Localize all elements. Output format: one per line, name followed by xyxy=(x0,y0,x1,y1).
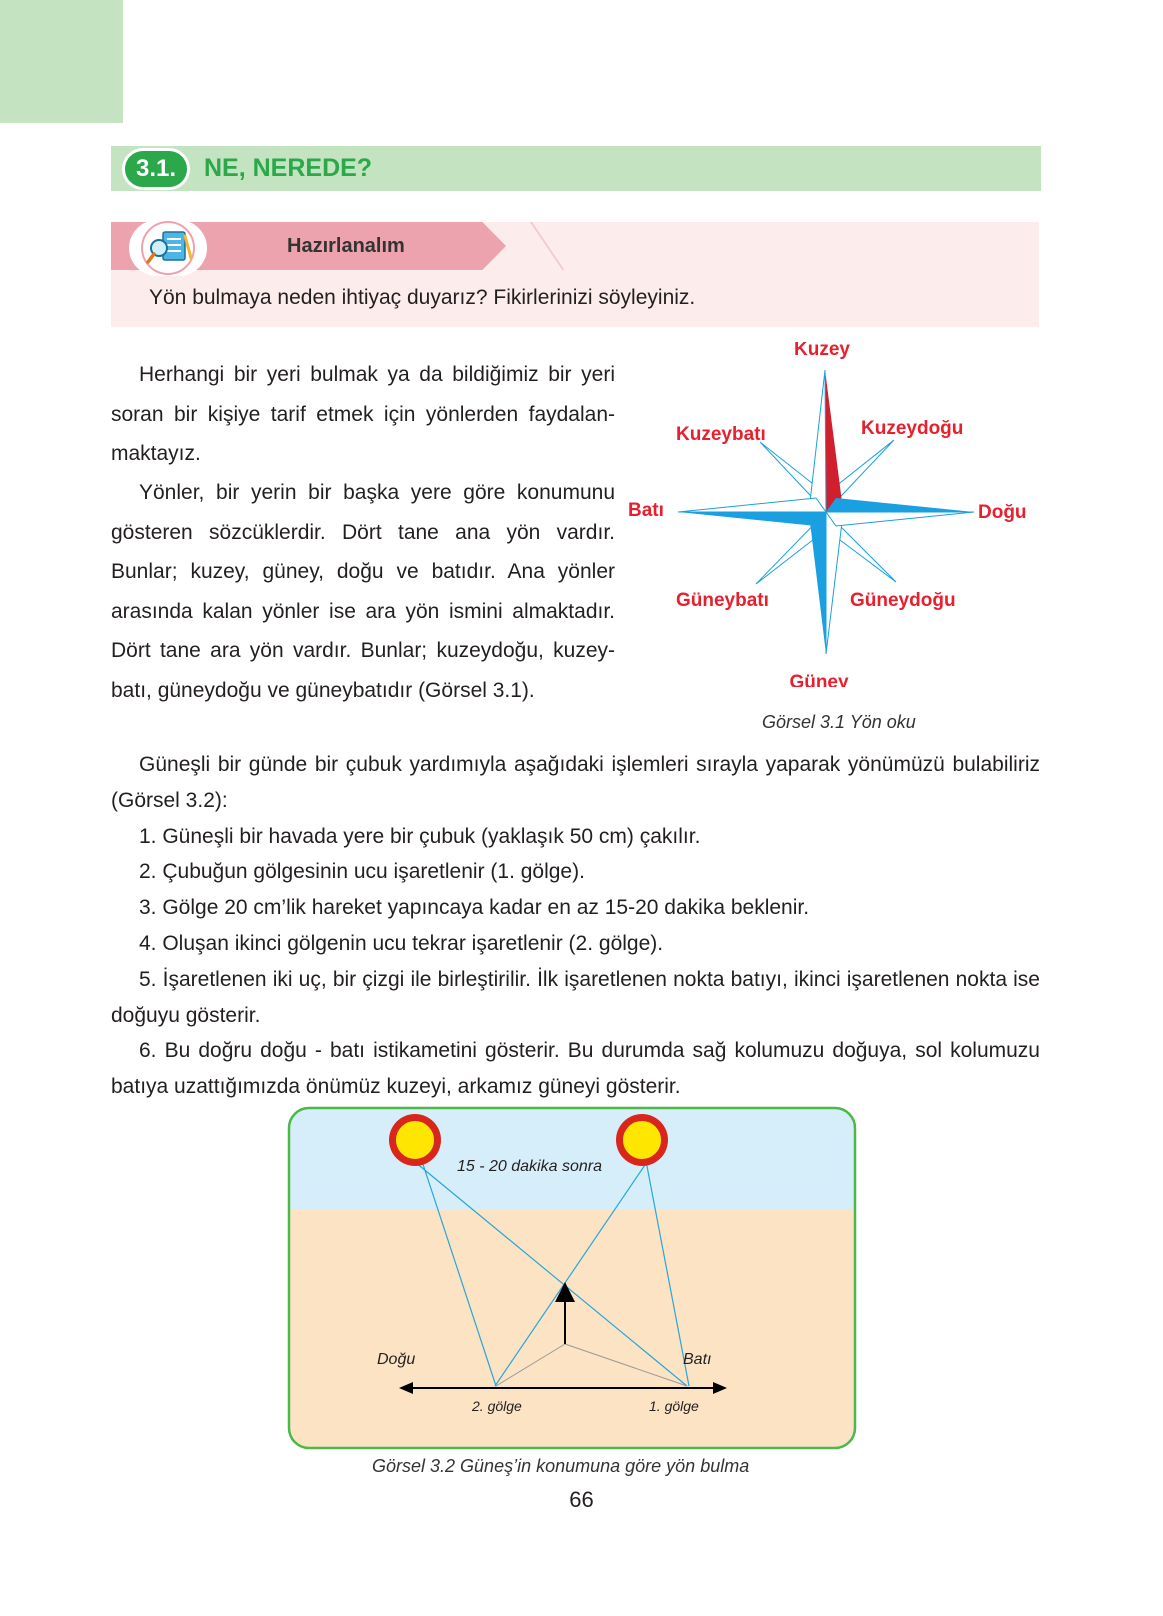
method-step-6: 6. Bu doğru doğu - batı istikametini gös… xyxy=(111,1039,1040,1099)
prep-title: Hazırlanalım xyxy=(287,235,405,257)
method-step-5: 5. İşaretlenen iki uç, bir çizgi ile bir… xyxy=(111,967,1040,1027)
text-line: Yönler, bir yerin bir başka yere göre ko… xyxy=(139,481,615,504)
compass-northeast-label: Kuzeydoğu xyxy=(861,418,963,439)
east-west-arrow-left xyxy=(399,1382,413,1394)
ground-area xyxy=(289,1210,855,1448)
prep-icon-badge xyxy=(129,220,207,276)
light-ray-1-cross xyxy=(414,1161,688,1387)
text-line: gösteren sözcüklerdir. Dört tane ana yön… xyxy=(111,520,615,544)
shadow-1-label: 1. gölge xyxy=(649,1398,699,1414)
sun-icon xyxy=(616,1114,668,1166)
shadow-stick-diagram: 15 - 20 dakika sonra Doğu Batı 2. gölge … xyxy=(287,1106,857,1450)
compass-southeast-label: Güneydoğu xyxy=(850,590,956,611)
compass-rose-figure: Kuzey Kuzeydoğu Doğu Güneydoğu Güney Gün… xyxy=(628,342,1027,687)
section-header-bar xyxy=(111,146,1041,191)
method-step-3: 3. Gölge 20 cm’lik hareket yapıncaya kad… xyxy=(139,896,810,920)
light-ray-1 xyxy=(414,1139,497,1387)
section-title: NE, NEREDE? xyxy=(204,154,373,182)
notebook-magnifier-icon xyxy=(141,221,195,275)
shadow-2-line xyxy=(495,1343,566,1387)
west-label: Batı xyxy=(683,1351,711,1368)
sun-icon xyxy=(389,1114,441,1166)
method-step-1: 1. Güneşli bir havada yere bir çubuk (ya… xyxy=(139,824,701,848)
intro-paragraph-2: Yönler, bir yerin bir başka yere göre ko… xyxy=(111,473,615,710)
text-line: Bunlar; kuzey, güney, doğu ve batıdır. A… xyxy=(111,560,615,583)
compass-caption: Görsel 3.1 Yön oku xyxy=(762,712,916,732)
time-label: 15 - 20 dakika sonra xyxy=(457,1158,602,1175)
light-ray-2-upper xyxy=(641,1139,690,1387)
diagram-border xyxy=(287,1106,857,1450)
compass-north-label: Kuzey xyxy=(794,342,850,360)
shadow-2-label: 2. gölge xyxy=(471,1398,522,1414)
compass-southwest-label: Güneybatı xyxy=(676,590,769,611)
sky-area xyxy=(289,1108,855,1210)
compass-east-label: Doğu xyxy=(978,502,1027,523)
diagram-caption: Görsel 3.2 Güneş’in konumuna göre yön bu… xyxy=(372,1456,750,1476)
method-intro: Güneşli bir günde bir çubuk yardımıyla a… xyxy=(111,753,1040,812)
text-line: arasında kalan yönler ise ara yön ismini… xyxy=(111,599,615,623)
text-line: batı, güneydoğu ve güneybatıdır (Görsel … xyxy=(111,678,535,702)
text-line: Herhangi bir yeri bulmak ya da bildiğimi… xyxy=(139,363,615,386)
light-ray-2 xyxy=(494,1161,648,1387)
prep-question: Yön bulmaya neden ihtiyaç duyarız? Fikir… xyxy=(149,286,696,309)
east-label: Doğu xyxy=(377,1351,415,1368)
east-west-arrow-right xyxy=(713,1382,727,1394)
method-step-4: 4. Oluşan ikinci gölgenin ucu tekrar işa… xyxy=(139,931,664,955)
compass-star xyxy=(677,369,975,655)
text-line: maktayız. xyxy=(111,442,201,465)
intro-paragraph-1: Herhangi bir yeri bulmak ya da bildiğimi… xyxy=(111,355,615,474)
section-number: 3.1. xyxy=(122,148,190,190)
text-line: Dört tane ara yön vardır. Bunlar; kuzeyd… xyxy=(111,639,615,662)
shadow-1-line xyxy=(564,1343,688,1387)
compass-south-label: Güney xyxy=(789,672,849,687)
method-step-2: 2. Çubuğun gölgesinin ucu işaretlenir (1… xyxy=(139,860,585,884)
compass-west-label: Batı xyxy=(628,500,664,521)
method-text: Güneşli bir günde bir çubuk yardımıyla a… xyxy=(111,747,1040,1105)
corner-decoration xyxy=(0,0,123,123)
page-number: 66 xyxy=(569,1487,594,1512)
compass-northwest-label: Kuzeybatı xyxy=(676,424,766,445)
text-line: soran bir kişiye tarif etmek için yönler… xyxy=(111,402,615,426)
